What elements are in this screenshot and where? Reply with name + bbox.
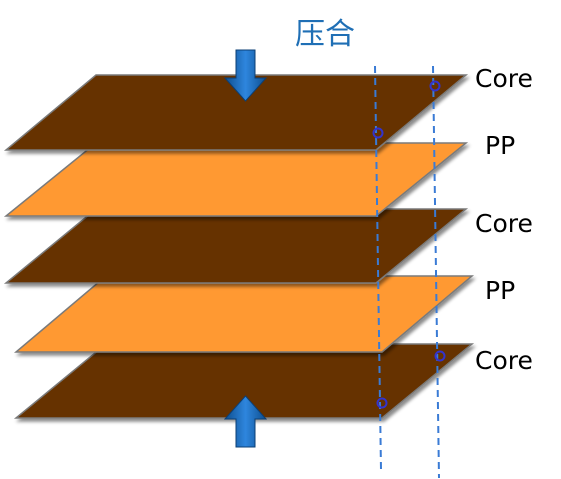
via-marker <box>376 397 388 409</box>
layer-label-1: Core <box>475 64 533 93</box>
via-marker <box>429 80 441 92</box>
via-markers <box>372 80 446 409</box>
layer-core-3 <box>3 208 469 284</box>
layer-label-2: PP <box>485 131 515 160</box>
diagram-title: 压合 <box>295 17 355 52</box>
via-marker <box>434 350 446 362</box>
layer-label-3: Core <box>475 209 533 238</box>
arrow-up-icon <box>223 395 268 448</box>
via-marker <box>372 127 384 139</box>
guide-line-left <box>374 65 382 471</box>
layer-pp-2 <box>3 142 469 217</box>
guide-line-right <box>432 65 440 479</box>
layer-pp-4 <box>13 275 475 353</box>
arrow-down-icon <box>223 49 268 102</box>
layer-label-5: Core <box>475 346 533 375</box>
layer-stack <box>3 74 475 419</box>
layer-label-4: PP <box>485 276 515 305</box>
